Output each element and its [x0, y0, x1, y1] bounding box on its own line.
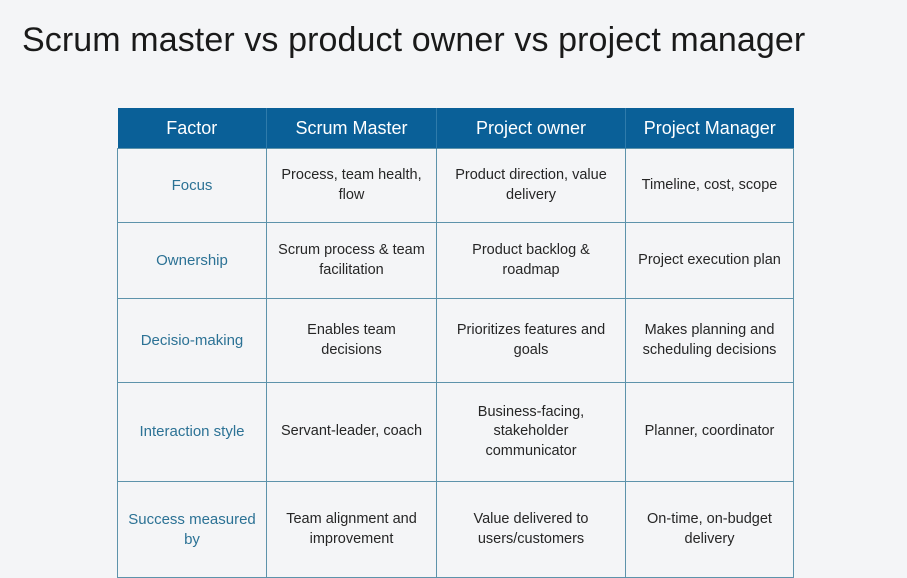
slide-canvas: Scrum master vs product owner vs project… — [22, 21, 806, 578]
comparison-table: Factor Scrum Master Project owner Projec… — [117, 108, 794, 578]
cell-scrum-master: Enables team decisions — [266, 298, 437, 383]
cell-project-manager: On-time, on-budget delivery — [625, 481, 794, 578]
column-header-project-owner: Project owner — [436, 108, 626, 149]
comparison-table-container: Factor Scrum Master Project owner Projec… — [117, 108, 794, 578]
cell-factor: Success measured by — [117, 481, 267, 578]
cell-project-owner: Business-facing, stakeholder communicato… — [436, 382, 626, 482]
cell-scrum-master: Servant-leader, coach — [266, 382, 437, 482]
table-body: Focus Process, team health, flow Product… — [117, 148, 794, 578]
cell-scrum-master: Scrum process & team facilitation — [266, 222, 437, 299]
page-title: Scrum master vs product owner vs project… — [22, 21, 806, 59]
column-header-project-manager: Project Manager — [625, 108, 794, 149]
cell-scrum-master: Team alignment and improvement — [266, 481, 437, 578]
cell-project-owner: Product backlog & roadmap — [436, 222, 626, 299]
cell-factor: Decisio-making — [117, 298, 267, 383]
table-row: Success measured by Team alignment and i… — [117, 481, 794, 578]
cell-scrum-master: Process, team health, flow — [266, 148, 437, 223]
table-row: Decisio-making Enables team decisions Pr… — [117, 298, 794, 383]
cell-project-manager: Planner, coordinator — [625, 382, 794, 482]
cell-project-manager: Project execution plan — [625, 222, 794, 299]
cell-factor: Ownership — [117, 222, 267, 299]
cell-project-manager: Makes planning and scheduling decisions — [625, 298, 794, 383]
table-row: Interaction style Servant-leader, coach … — [117, 382, 794, 482]
cell-factor: Focus — [117, 148, 267, 223]
table-header-row: Factor Scrum Master Project owner Projec… — [117, 108, 794, 149]
table-header: Factor Scrum Master Project owner Projec… — [117, 108, 794, 149]
column-header-scrum-master: Scrum Master — [266, 108, 437, 149]
column-header-factor: Factor — [117, 108, 267, 149]
cell-factor: Interaction style — [117, 382, 267, 482]
table-row: Focus Process, team health, flow Product… — [117, 148, 794, 223]
cell-project-owner: Value delivered to users/customers — [436, 481, 626, 578]
table-row: Ownership Scrum process & team facilitat… — [117, 222, 794, 299]
cell-project-owner: Product direction, value delivery — [436, 148, 626, 223]
cell-project-manager: Timeline, cost, scope — [625, 148, 794, 223]
cell-project-owner: Prioritizes features and goals — [436, 298, 626, 383]
